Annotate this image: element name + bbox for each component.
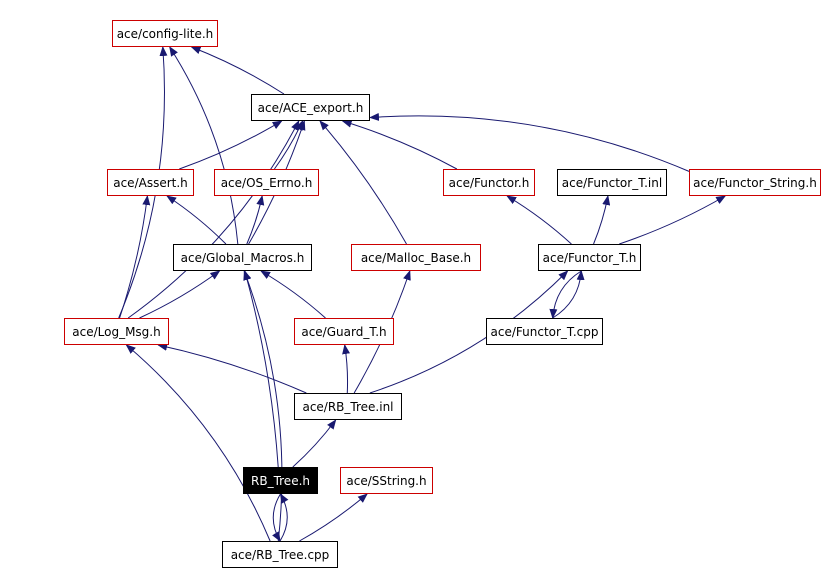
edge-functor_t_h-to-functor_string: [619, 195, 727, 245]
edge-rb_tree_inl-to-guard_t: [342, 344, 351, 394]
edge-log_msg-to-global_macros: [139, 270, 221, 319]
edge-functor_t_cpp-to-functor_t_h: [552, 270, 585, 319]
edge-functor-to-ace_export: [341, 119, 458, 170]
node-os-errno-h[interactable]: ace/OS_Errno.h: [214, 169, 319, 196]
node-sstring-h[interactable]: ace/SString.h: [340, 467, 433, 494]
node-malloc-base-h[interactable]: ace/Malloc_Base.h: [351, 244, 481, 271]
edge-os_errno-to-ace_export: [274, 120, 304, 170]
edge-global_macros-to-config_lite: [169, 46, 239, 245]
edge-functor_t_h-to-functor: [506, 195, 572, 245]
edge-guard_t-to-global_macros: [260, 270, 326, 319]
node-config-lite-h[interactable]: ace/config-lite.h: [112, 20, 218, 47]
edge-malloc_base-to-ace_export: [319, 120, 407, 245]
node-guard-t-h[interactable]: ace/Guard_T.h: [294, 318, 394, 345]
edge-ace_export-to-config_lite: [190, 46, 285, 95]
edge-rb_tree_h-to-rb_tree_inl: [292, 419, 337, 468]
edge-assert-to-ace_export: [179, 120, 283, 170]
edge-functor_string-to-ace_export: [369, 112, 690, 172]
node-functor-t-inl[interactable]: ace/Functor_T.inl: [557, 169, 667, 196]
edge-rb_tree_cpp-to-sstring: [299, 493, 368, 542]
node-global-macros-h[interactable]: ace/Global_Macros.h: [173, 244, 312, 271]
edge-rb_tree_h-to-rb_tree_cpp: [272, 493, 281, 542]
node-functor-t-h[interactable]: ace/Functor_T.h: [538, 244, 641, 271]
node-ace-export-h[interactable]: ace/ACE_export.h: [251, 94, 370, 121]
edge-rb_tree_cpp-to-log_msg: [125, 344, 271, 542]
edge-functor_t_h-to-functor_t_inl: [593, 195, 611, 245]
node-functor-h[interactable]: ace/Functor.h: [443, 169, 535, 196]
node-functor-t-cpp[interactable]: ace/Functor_T.cpp: [486, 318, 603, 345]
node-assert-h[interactable]: ace/Assert.h: [107, 169, 194, 196]
edge-global_macros-to-os_errno: [246, 195, 265, 245]
edge-rb_tree_inl-to-log_msg: [157, 343, 307, 394]
node-rb-tree-inl[interactable]: ace/RB_Tree.inl: [294, 393, 402, 420]
edge-log_msg-to-assert: [119, 195, 151, 319]
edge-log_msg-to-ace_export: [127, 120, 300, 319]
edge-functor_t_h-to-functor_t_cpp: [549, 270, 582, 319]
edge-rb_tree_inl-to-functor_t_h: [369, 270, 569, 394]
node-functor-string-h[interactable]: ace/Functor_String.h: [689, 169, 821, 196]
node-log-msg-h[interactable]: ace/Log_Msg.h: [64, 318, 169, 345]
node-rb-tree-cpp[interactable]: ace/RB_Tree.cpp: [222, 541, 338, 568]
node-rb-tree-h-current: RB_Tree.h: [243, 467, 318, 494]
edge-rb_tree_cpp-to-rb_tree_h: [279, 493, 289, 542]
edge-global_macros-to-assert: [166, 195, 227, 245]
edge-rb_tree_h-to-global_macros: [243, 270, 279, 468]
edge-rb_tree_cpp-to-global_macros: [243, 270, 283, 542]
